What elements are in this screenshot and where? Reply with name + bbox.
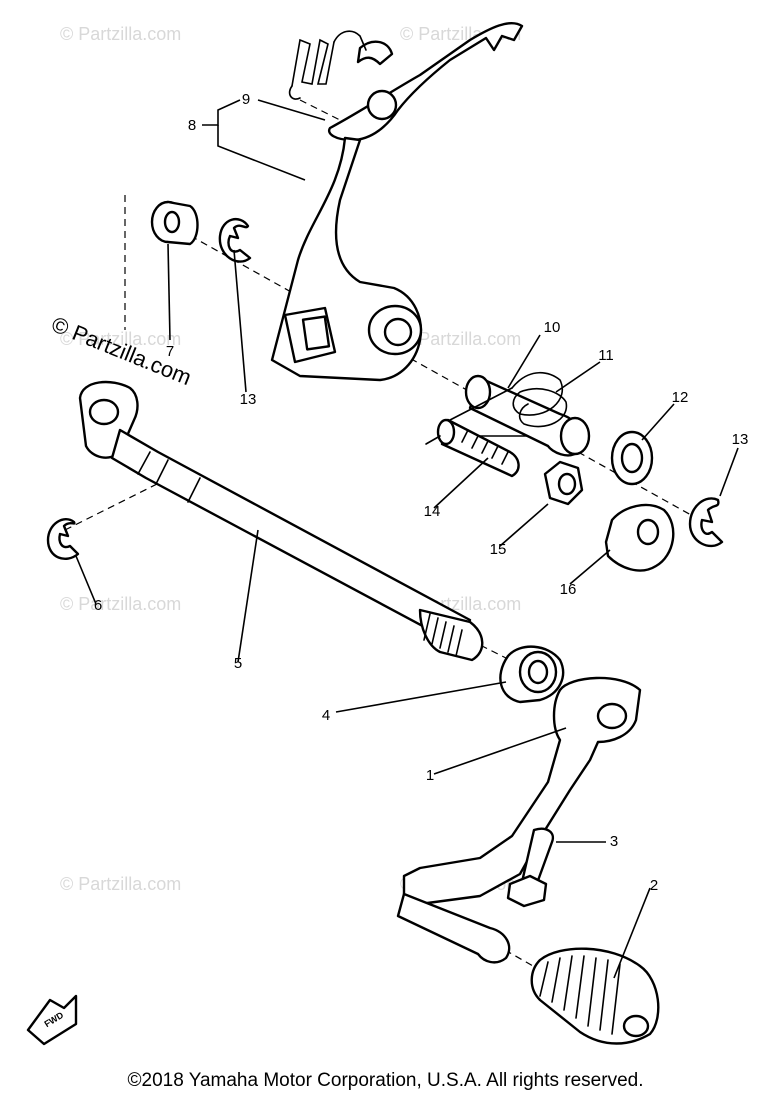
collar-part-7 xyxy=(150,200,199,246)
callout-11: 11 xyxy=(598,347,614,364)
callout-5: 5 xyxy=(234,655,242,672)
leader-lines xyxy=(75,99,739,979)
callout-7: 7 xyxy=(166,343,174,360)
copyright-notice: ©2018 Yamaha Motor Corporation, U.S.A. A… xyxy=(127,1070,644,1091)
shift-shaft-part-5 xyxy=(78,380,484,662)
callout-3: 3 xyxy=(610,833,618,850)
shift-pedal-part-1 xyxy=(396,676,642,964)
callout-labels: 1 2 3 4 5 6 7 8 9 10 11 12 13 13 14 15 1… xyxy=(94,91,749,894)
callout-8: 8 xyxy=(188,117,196,134)
stopper-bolt-part-14 xyxy=(425,418,520,478)
callout-15: 15 xyxy=(490,541,507,558)
washer-part-12 xyxy=(610,430,654,486)
e-clip-part-13-right xyxy=(688,497,724,548)
callout-2: 2 xyxy=(650,877,658,894)
watermark: © Partzilla.com xyxy=(60,594,181,614)
callout-1: 1 xyxy=(426,767,434,784)
callout-4: 4 xyxy=(322,707,330,724)
callout-16: 16 xyxy=(560,581,577,598)
callout-12: 12 xyxy=(672,389,689,406)
shift-arm-assembly xyxy=(270,21,524,382)
e-clip-part-6 xyxy=(46,518,80,560)
callout-6: 6 xyxy=(94,597,102,614)
callout-13-left: 13 xyxy=(240,391,257,408)
nut-part-15 xyxy=(543,460,584,506)
callout-13-right: 13 xyxy=(732,431,749,448)
callout-10: 10 xyxy=(544,319,561,336)
oil-seal-part-4 xyxy=(499,645,565,704)
foot-rubber-part-2 xyxy=(530,947,660,1045)
watermark: © Partzilla.com xyxy=(400,329,521,349)
pin-and-spring-parts-10-11 xyxy=(449,371,591,457)
assembly-axis-lines xyxy=(64,99,701,971)
e-clip-part-13 xyxy=(218,217,252,263)
callout-14: 14 xyxy=(424,503,441,520)
plate-part-16 xyxy=(604,503,675,572)
watermark: © Partzilla.com xyxy=(60,329,181,349)
bolt-part-3 xyxy=(506,827,555,908)
watermark: © Partzilla.com xyxy=(60,874,181,894)
forward-direction-arrow: FWD xyxy=(26,994,78,1046)
watermark: © Partzilla.com xyxy=(60,24,181,44)
callout-9: 9 xyxy=(242,91,250,108)
